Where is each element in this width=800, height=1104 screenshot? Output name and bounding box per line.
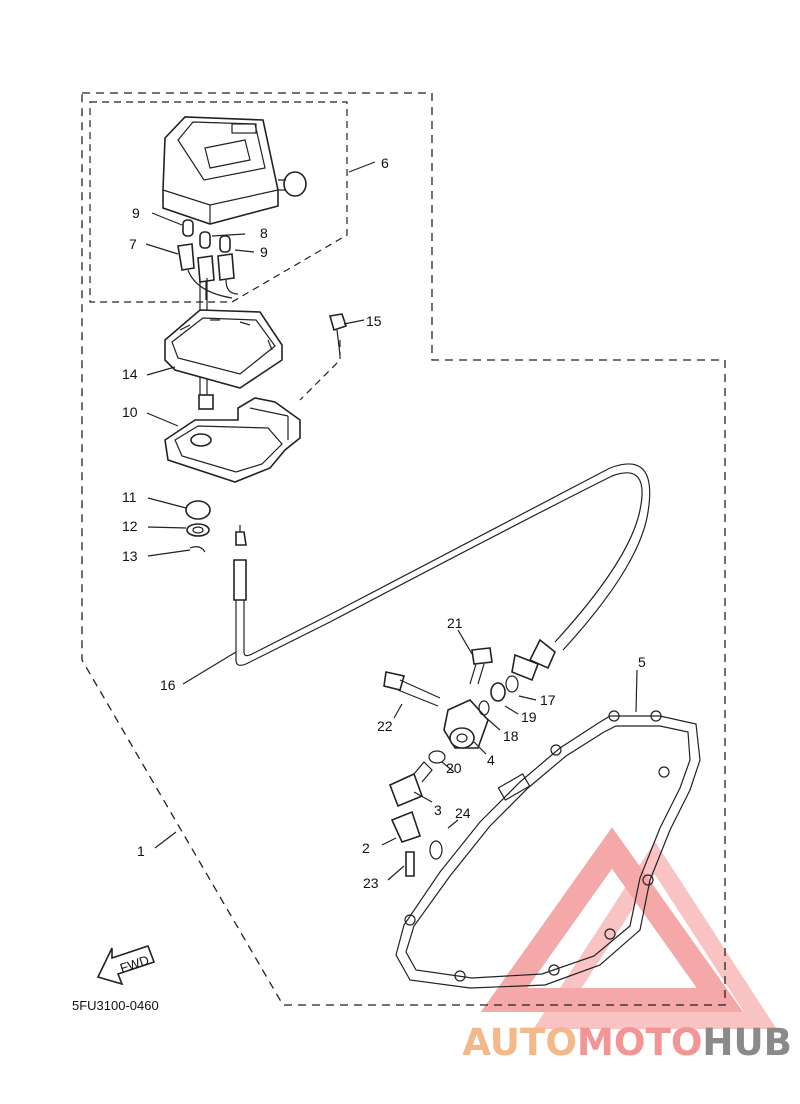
assembly-boundary bbox=[81, 92, 726, 1006]
callout-13: 13 bbox=[122, 548, 138, 564]
callout-15: 15 bbox=[366, 313, 382, 329]
callout-11: 11 bbox=[122, 489, 137, 505]
callout-20: 20 bbox=[446, 760, 462, 776]
meter-housing-part bbox=[164, 309, 283, 389]
fwd-arrow-icon: FWD bbox=[96, 944, 156, 986]
callout-17: 17 bbox=[540, 692, 556, 708]
callout-12: 12 bbox=[122, 518, 138, 534]
gasket-part bbox=[395, 710, 701, 989]
callout-18: 18 bbox=[503, 728, 519, 744]
callout-7: 7 bbox=[129, 236, 137, 252]
callout-23: 23 bbox=[363, 875, 379, 891]
callout-8: 8 bbox=[260, 225, 268, 241]
grommet-washer-clip bbox=[185, 500, 211, 553]
meter-bracket-part bbox=[164, 394, 301, 483]
callout-14: 14 bbox=[122, 366, 138, 382]
speedometer-cable-part bbox=[233, 463, 651, 682]
watermark-logo-icon bbox=[480, 827, 777, 1029]
watermark-text: AUTO MOTO HUB bbox=[462, 1020, 792, 1064]
bolt-part bbox=[299, 313, 348, 401]
drawing-code: 5FU3100-0460 bbox=[72, 998, 159, 1013]
drive-gear-parts bbox=[383, 647, 519, 877]
watermark-auto: AUTO bbox=[462, 1020, 577, 1064]
callout-9a: 9 bbox=[132, 205, 140, 221]
watermark-hub: HUB bbox=[702, 1020, 792, 1064]
callout-labels: 6 9 7 8 9 15 14 10 11 12 13 16 21 5 17 1… bbox=[122, 155, 646, 891]
watermark-moto: MOTO bbox=[577, 1020, 703, 1064]
callout-19: 19 bbox=[521, 709, 537, 725]
callout-4: 4 bbox=[487, 752, 495, 768]
callout-16: 16 bbox=[160, 677, 176, 693]
callout-6: 6 bbox=[381, 155, 389, 171]
callout-21: 21 bbox=[447, 615, 463, 631]
meter-assembly-boundary bbox=[89, 101, 348, 303]
bulb-sockets bbox=[177, 219, 239, 300]
callout-1: 1 bbox=[137, 843, 145, 859]
leader-lines bbox=[145, 161, 638, 881]
callout-3: 3 bbox=[434, 802, 442, 818]
speedometer-part bbox=[162, 116, 307, 225]
callout-5: 5 bbox=[638, 654, 646, 670]
callout-2: 2 bbox=[362, 840, 370, 856]
callout-10: 10 bbox=[122, 404, 138, 420]
callout-24: 24 bbox=[455, 805, 471, 821]
callout-9b: 9 bbox=[260, 244, 268, 260]
callout-22: 22 bbox=[377, 718, 393, 734]
